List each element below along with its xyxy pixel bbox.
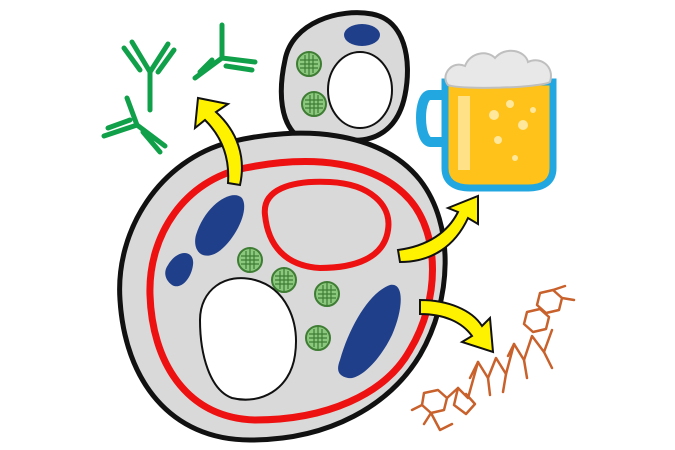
yeast-cell-icon [117,130,448,443]
cell-granule [271,267,297,293]
beer-mug-icon [416,49,557,192]
cell-granule [305,325,331,351]
cell-granule [237,247,263,273]
organelle-blue [338,284,401,379]
curved-arrow-icon [396,194,479,264]
organelle-blue [195,195,245,256]
curved-arrow-icon [193,96,243,187]
bud-vacuole [327,51,393,129]
curved-arrow-icon [419,298,495,354]
inner-membrane [146,158,436,424]
yeast-bud-icon [278,10,410,143]
molecule-chain-icon [410,284,576,432]
antibody-icon [121,39,177,113]
vacuole [198,277,297,401]
bud-granule [296,51,322,77]
bud-organelle-blue [344,24,380,46]
antibody-icon [101,95,168,155]
organelle-blue [165,252,194,287]
bud-granule [301,91,327,117]
cell-granule [314,281,340,307]
antibody-icon [192,22,258,81]
nucleus-membrane [261,178,392,272]
beer-foam [444,49,552,89]
